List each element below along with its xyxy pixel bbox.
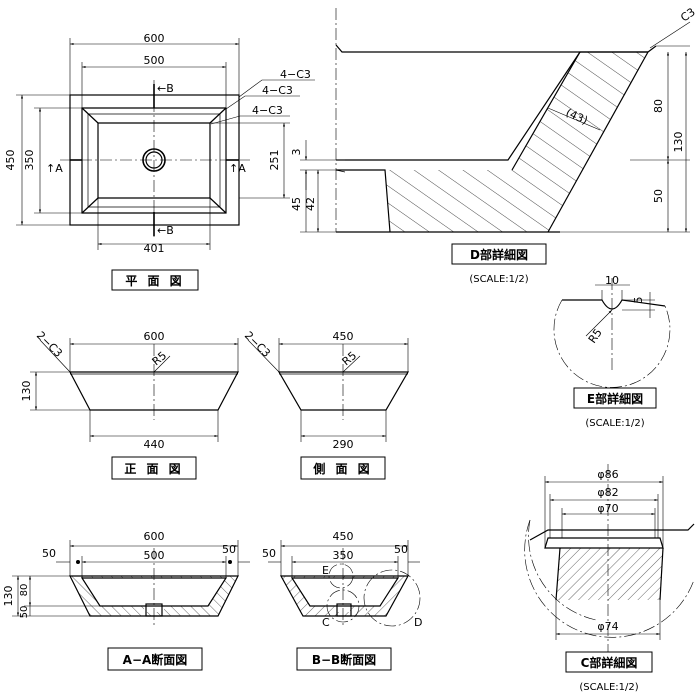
plan-dim-right: 251 xyxy=(268,150,281,171)
detail-d-dim-50: 50 xyxy=(652,189,665,203)
detail-e-dim-5: 5 xyxy=(632,297,645,304)
front-caption-box xyxy=(111,456,197,480)
front-caption: 正 面 図 xyxy=(124,462,183,476)
aa-dim-total: 600 xyxy=(144,530,165,543)
detail-e-dim-10: 10 xyxy=(605,274,619,287)
aa-dim-left: 50 xyxy=(42,547,56,560)
plan-dim-height-outer: 450 xyxy=(4,150,17,171)
detail-e-radius: R5 xyxy=(586,326,605,345)
detail-c-caption: C部詳細図 xyxy=(581,655,638,670)
aa-dim-inner: 500 xyxy=(144,549,165,562)
aa-dim-130: 130 xyxy=(2,586,15,607)
plan-chamfer-1: 4−C3 xyxy=(280,68,311,81)
side-radius: R5 xyxy=(340,349,360,368)
detail-d-dim-3: 3 xyxy=(290,149,303,156)
detail-e-caption-box xyxy=(573,387,657,409)
plan-view xyxy=(16,38,315,250)
detail-c-dim-70: φ70 xyxy=(597,502,618,515)
plan-dim-bottom: 401 xyxy=(144,242,165,255)
bb-caption: B−B断面図 xyxy=(312,652,376,667)
side-dim-top: 450 xyxy=(333,330,354,343)
detail-e-view xyxy=(553,278,671,388)
bb-label-d: D xyxy=(414,616,422,629)
section-aa-view xyxy=(12,540,250,626)
section-bb-view xyxy=(268,540,421,627)
detail-e-scale: (SCALE:1/2) xyxy=(585,418,644,429)
front-dim-top: 600 xyxy=(144,330,165,343)
detail-c-caption-box xyxy=(565,651,653,673)
side-view xyxy=(247,338,410,442)
detail-d-dim-45: 45 xyxy=(290,197,303,211)
plan-caption-box xyxy=(111,269,199,291)
plan-dim-width-inner: 500 xyxy=(144,54,165,67)
plan-caption: 平 面 図 xyxy=(125,274,184,288)
detail-c-marker-circle xyxy=(326,589,360,623)
side-dim-bottom: 290 xyxy=(333,438,354,451)
front-chamfer: 2−C3 xyxy=(34,329,65,360)
aa-caption: A−A断面図 xyxy=(123,652,188,667)
detail-d-dim-130: 130 xyxy=(672,132,685,153)
detail-c-dim-74: φ74 xyxy=(597,620,618,633)
front-radius: R5 xyxy=(150,349,170,368)
bb-dim-left: 50 xyxy=(262,547,276,560)
detail-d-dim-42: 42 xyxy=(304,197,317,211)
plan-chamfer-2: 4−C3 xyxy=(262,84,293,97)
aa-dim-right: 50 xyxy=(222,543,236,556)
side-caption-box xyxy=(300,456,386,480)
detail-d-dim-80: 80 xyxy=(652,99,665,113)
detail-d-view xyxy=(300,8,691,233)
detail-c-dim-82: φ82 xyxy=(597,486,618,499)
bb-label-c: C xyxy=(322,616,330,629)
detail-c-scale: (SCALE:1/2) xyxy=(579,682,638,693)
plan-section-b-top: ←B xyxy=(157,82,174,95)
plan-section-b-bottom: ←B xyxy=(157,224,174,237)
side-chamfer: 2−C3 xyxy=(242,329,273,360)
side-caption: 側 面 図 xyxy=(312,461,372,476)
detail-d-marker-circle xyxy=(363,569,421,627)
front-dim-bottom: 440 xyxy=(144,438,165,451)
detail-d-chamfer: C3 xyxy=(678,5,697,24)
plan-section-a-left: ↑A xyxy=(46,162,63,175)
aa-caption-box xyxy=(107,647,203,671)
aa-dim-50: 50 xyxy=(19,606,30,619)
bb-dim-inner: 350 xyxy=(333,549,354,562)
aa-dim-80: 80 xyxy=(19,584,30,597)
bb-dim-total: 450 xyxy=(333,530,354,543)
plan-dim-width-outer: 600 xyxy=(144,32,165,45)
plan-dim-height-inner: 350 xyxy=(23,150,36,171)
detail-c-dim-86: φ86 xyxy=(597,468,618,481)
bb-dim-right: 50 xyxy=(394,543,408,556)
detail-d-scale: (SCALE:1/2) xyxy=(469,274,528,285)
detail-e-marker-circle xyxy=(328,563,354,589)
bb-caption-box xyxy=(296,647,392,671)
detail-e-caption: E部詳細図 xyxy=(587,391,643,406)
detail-d-caption: D部詳細図 xyxy=(470,247,528,262)
bb-label-e: E xyxy=(322,564,329,577)
plan-section-a-right: ↑A xyxy=(229,162,246,175)
plan-chamfer-3: 4−C3 xyxy=(252,104,283,117)
front-view xyxy=(30,338,239,442)
detail-c-view xyxy=(524,464,695,660)
detail-d-caption-box xyxy=(451,243,547,265)
front-dim-height: 130 xyxy=(20,381,33,402)
